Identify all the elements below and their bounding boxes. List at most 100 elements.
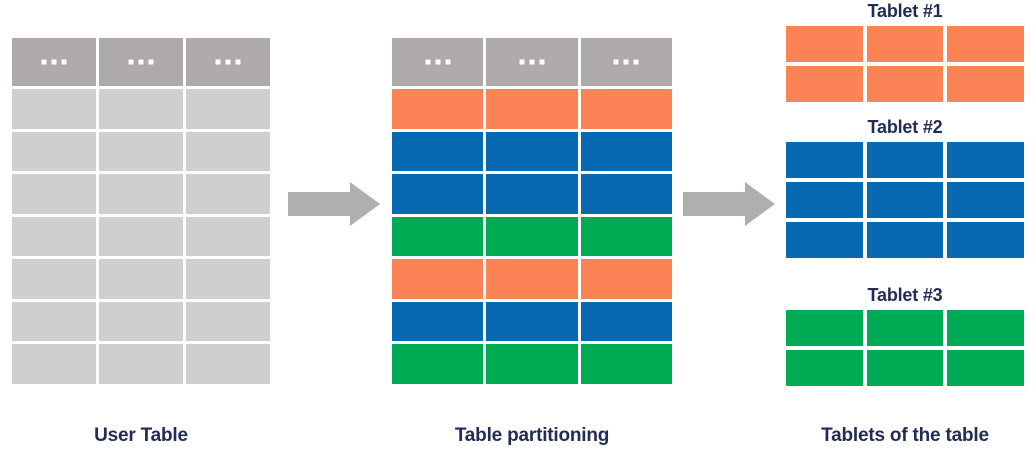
partition-table-header-cell-3 (580, 38, 672, 86)
user-table-caption: User Table (94, 425, 188, 446)
tablet-row (786, 309, 1025, 346)
partition-cell (392, 301, 484, 342)
partition-cell (392, 131, 484, 172)
partition-row-5 (392, 259, 672, 299)
partition-table-caption: Table partitioning (454, 425, 610, 446)
tablet-3: Tablet #3 (786, 285, 1025, 386)
tablet-1: Tablet #1 (786, 1, 1025, 102)
table-cell (99, 174, 183, 214)
tablet-2-grid (786, 141, 1025, 258)
user-table-header-cell-2 (99, 38, 183, 86)
tablet-row (786, 349, 1025, 386)
tablet-cell (786, 181, 863, 218)
table-cell (99, 301, 183, 342)
partition-cell (580, 344, 672, 385)
tablet-2: Tablet #2 (786, 117, 1025, 258)
table-cell (186, 259, 270, 299)
tablet-row (786, 25, 1025, 62)
table-row (12, 89, 270, 129)
tablet-cell (786, 349, 863, 386)
user-table-header-cell-3 (186, 38, 270, 86)
partition-cell (486, 89, 578, 129)
partition-row-6 (392, 301, 672, 342)
partition-cell (580, 89, 672, 129)
arrow-right-icon (288, 182, 380, 226)
partition-cell (392, 344, 484, 385)
ellipsis-icon (215, 59, 241, 65)
tablet-cell (947, 65, 1025, 102)
partition-table (392, 38, 672, 385)
table-cell (12, 301, 96, 342)
tablet-cell (786, 221, 863, 258)
partition-cell (392, 259, 484, 299)
partition-cell (580, 216, 672, 257)
tablet-row (786, 141, 1025, 178)
tablet-cell (866, 25, 944, 62)
table-cell (12, 174, 96, 214)
partition-cell (486, 301, 578, 342)
tablet-cell (947, 221, 1025, 258)
tablet-row (786, 181, 1025, 218)
partition-cell (580, 131, 672, 172)
tablet-3-grid (786, 309, 1025, 386)
table-cell (12, 216, 96, 257)
partition-cell (392, 89, 484, 129)
table-row (12, 301, 270, 342)
partition-cell (486, 344, 578, 385)
table-cell (99, 89, 183, 129)
tablet-cell (786, 25, 863, 62)
tablet-1-grid (786, 25, 1025, 102)
tablet-cell (866, 65, 944, 102)
table-cell (186, 89, 270, 129)
partition-cell (486, 174, 578, 214)
partition-cell (486, 131, 578, 172)
partition-cell (580, 259, 672, 299)
partition-table-header-row (392, 38, 672, 86)
ellipsis-icon (41, 59, 67, 65)
ellipsis-icon (519, 59, 545, 65)
table-cell (12, 131, 96, 172)
table-cell (12, 89, 96, 129)
tablet-cell (947, 181, 1025, 218)
partition-row-2 (392, 131, 672, 172)
table-cell (99, 131, 183, 172)
partition-cell (486, 216, 578, 257)
tablet-cell (786, 65, 863, 102)
table-cell (99, 259, 183, 299)
partition-cell (392, 216, 484, 257)
tablet-cell (866, 349, 944, 386)
partition-cell (580, 174, 672, 214)
tablet-1-title: Tablet #1 (867, 1, 943, 21)
ellipsis-icon (613, 59, 639, 65)
partition-table-header-cell-2 (486, 38, 578, 86)
tablet-2-title: Tablet #2 (867, 117, 943, 137)
partition-row-3 (392, 174, 672, 214)
partition-row-4 (392, 216, 672, 257)
table-cell (186, 216, 270, 257)
tablets-caption: Tablets of the table (821, 425, 989, 446)
ellipsis-icon (425, 59, 451, 65)
user-table-header-cell-1 (12, 38, 96, 86)
table-row (12, 344, 270, 385)
table-cell (186, 301, 270, 342)
table-cell (186, 174, 270, 214)
partition-cell (486, 259, 578, 299)
tablet-cell (947, 349, 1025, 386)
table-row (12, 216, 270, 257)
user-table-header-row (12, 38, 270, 86)
partition-row-1 (392, 89, 672, 129)
partition-cell (392, 174, 484, 214)
table-row (12, 131, 270, 172)
table-cell (12, 344, 96, 385)
tablet-row (786, 221, 1025, 258)
table-cell (99, 344, 183, 385)
table-cell (99, 216, 183, 257)
tablet-cell (947, 141, 1025, 178)
tablet-3-title: Tablet #3 (867, 285, 943, 305)
tablet-cell (866, 309, 944, 346)
arrow-right-icon (683, 182, 775, 226)
partition-table-header-cell-1 (392, 38, 484, 86)
table-cell (186, 344, 270, 385)
tablet-cell (866, 221, 944, 258)
